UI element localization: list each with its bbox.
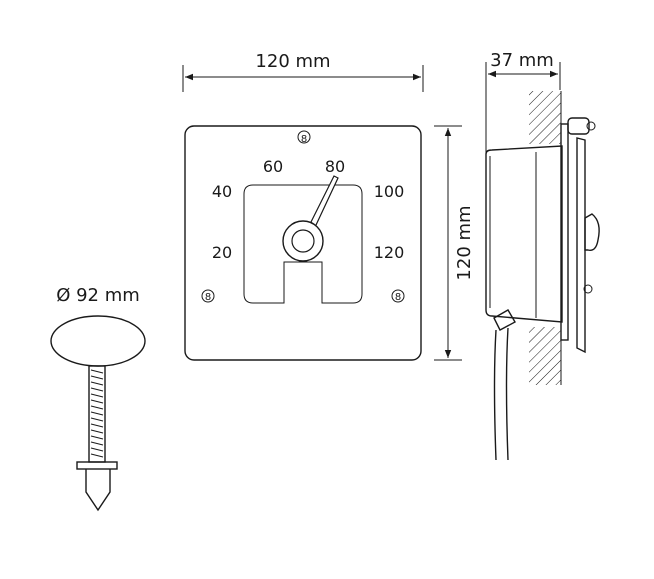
top-screw-icon: 8 bbox=[297, 130, 311, 145]
side-view bbox=[485, 91, 600, 461]
scale-label-120: 120 bbox=[374, 243, 405, 262]
scale-label-20: 20 bbox=[212, 243, 232, 262]
front-height-label: 120 mm bbox=[454, 205, 475, 280]
probe-diameter-label: Ø 92 mm bbox=[56, 285, 140, 306]
height-dimension: 120 mm bbox=[434, 125, 475, 361]
depth-dimension: 37 mm bbox=[485, 50, 561, 160]
svg-text:8: 8 bbox=[395, 292, 401, 303]
probe: Ø 92 mm bbox=[50, 285, 146, 512]
front-width-label: 120 mm bbox=[255, 51, 330, 72]
svg-text:8: 8 bbox=[301, 134, 307, 145]
needle bbox=[282, 175, 339, 262]
left-screw-icon: 8 bbox=[201, 289, 215, 303]
dial-window bbox=[243, 184, 363, 304]
scale-label-40: 40 bbox=[212, 182, 232, 201]
scale-label-80: 80 bbox=[325, 157, 345, 176]
scale-label-100: 100 bbox=[374, 182, 405, 201]
side-depth-label: 37 mm bbox=[490, 50, 554, 71]
front-panel: 8 8 8 60 80 40 100 20 120 bbox=[184, 125, 422, 361]
width-dimension: 120 mm bbox=[182, 51, 424, 92]
right-screw-icon: 8 bbox=[391, 289, 405, 303]
svg-text:8: 8 bbox=[205, 292, 211, 303]
scale-label-60: 60 bbox=[263, 157, 283, 176]
